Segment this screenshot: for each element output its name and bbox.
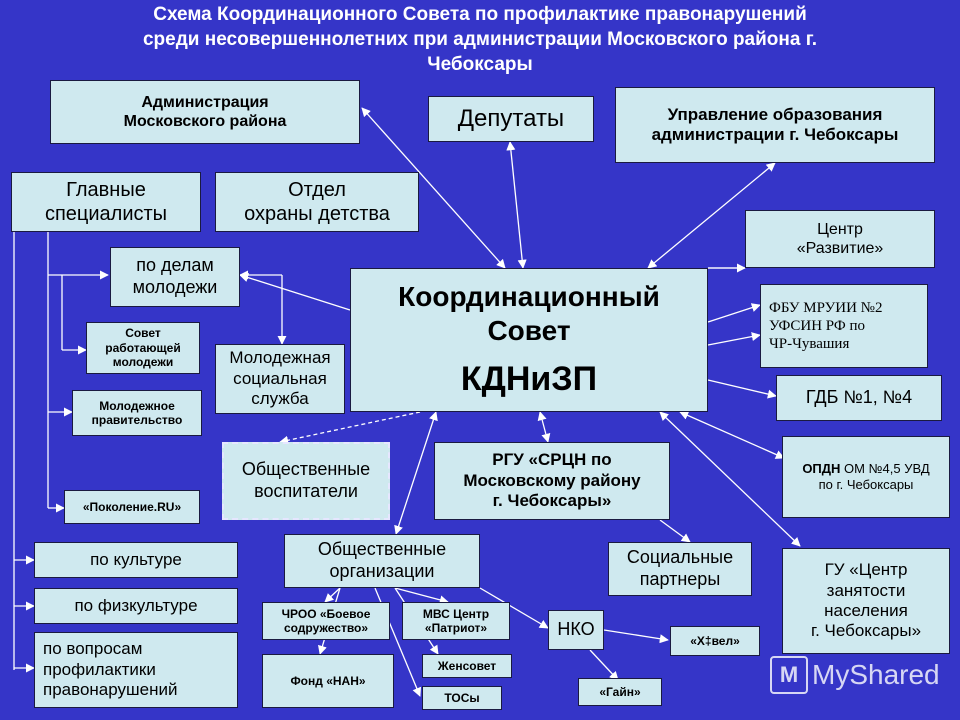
node-public-organisations: Общественные организации — [284, 534, 480, 588]
node-employment-center: ГУ «Центр занятости населения г. Чебокса… — [782, 548, 950, 654]
node-gain: «Гайн» — [578, 678, 662, 706]
node-education-department: Управление образования администрации г. … — [615, 87, 935, 163]
node-tosy: ТОСы — [422, 686, 502, 710]
node-administration: Администрация Московского района — [50, 80, 360, 144]
node-khvel: «Х‡вел» — [670, 626, 760, 656]
node-culture: по культуре — [34, 542, 238, 578]
node-mvs-patriot: МВС Центр «Патриот» — [402, 602, 510, 640]
node-youth-government: Молодежное правительство — [72, 390, 202, 436]
node-prevention: по вопросам профилактики правонарушений — [34, 632, 238, 708]
node-fond-nan: Фонд «НАН» — [262, 654, 394, 708]
node-nko: НКО — [548, 610, 604, 650]
node-chroo: ЧРОО «Боевое содружество» — [262, 602, 390, 640]
node-opdn: ОПДН ОМ №4,5 УВД по г. Чебоксары — [782, 436, 950, 518]
node-youth-social-service: Молодежная социальная служба — [215, 344, 345, 414]
node-deputies: Депутаты — [428, 96, 594, 142]
diagram-title: Схема Координационного Совета по профила… — [142, 4, 818, 75]
node-social-partners: Социальные партнеры — [608, 542, 752, 596]
node-rgu-srcn: РГУ «СРЦН по Московскому району г. Чебок… — [434, 442, 670, 520]
node-coordination-council: Координационный Совет КДНиЗП — [350, 268, 708, 412]
myshared-logo-icon: M — [770, 656, 808, 694]
node-pokolenie-ru: «Поколение.RU» — [64, 490, 200, 524]
node-gdb: ГДБ №1, №4 — [776, 375, 942, 421]
node-sport: по физкультуре — [34, 588, 238, 624]
node-child-protection: Отдел охраны детства — [215, 172, 419, 232]
node-chief-specialists: Главные специалисты — [11, 172, 201, 232]
node-youth-affairs: по делам молодежи — [110, 247, 240, 307]
myshared-watermark: M MyShared — [770, 656, 940, 694]
node-zhensovet: Женсовет — [422, 654, 512, 678]
node-working-youth-council: Совет работающей молодежи — [86, 322, 200, 374]
node-fbu-mruii: ФБУ МРУИИ №2 УФСИН РФ по ЧР-Чувашия — [760, 284, 928, 368]
node-public-educators: Общественные воспитатели — [222, 442, 390, 520]
node-center-razvitie: Центр «Развитие» — [745, 210, 935, 268]
